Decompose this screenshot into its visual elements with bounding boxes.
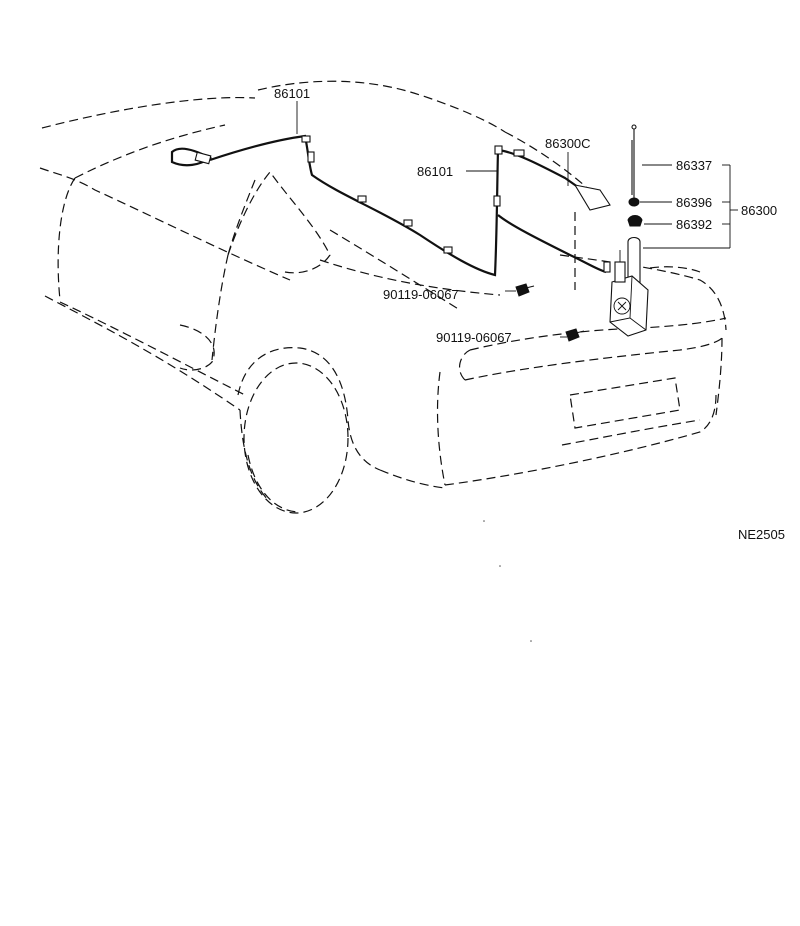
leader-lines [296, 101, 738, 338]
mounting-bolt-upper [515, 283, 535, 297]
label-bolt-lower: 90119-06067 [436, 330, 512, 345]
label-cord: 86300C [545, 136, 591, 151]
feeder-cable [170, 134, 611, 277]
antenna-motor-assembly [609, 124, 649, 337]
label-bolt-upper: 90119-06067 [383, 287, 459, 302]
label-spacer: 86392 [676, 217, 712, 232]
mounting-bolt-lower [565, 328, 585, 342]
scan-specks [483, 520, 532, 642]
figure-code: NE2505 [738, 527, 785, 542]
part-labels: 86101 86101 86300C 86337 86396 86392 863… [274, 86, 785, 542]
label-feeder-top: 86101 [274, 86, 310, 101]
label-assembly: 86300 [741, 203, 777, 218]
label-feeder-mid: 86101 [417, 164, 453, 179]
label-nut: 86396 [676, 195, 712, 210]
label-pole: 86337 [676, 158, 712, 173]
